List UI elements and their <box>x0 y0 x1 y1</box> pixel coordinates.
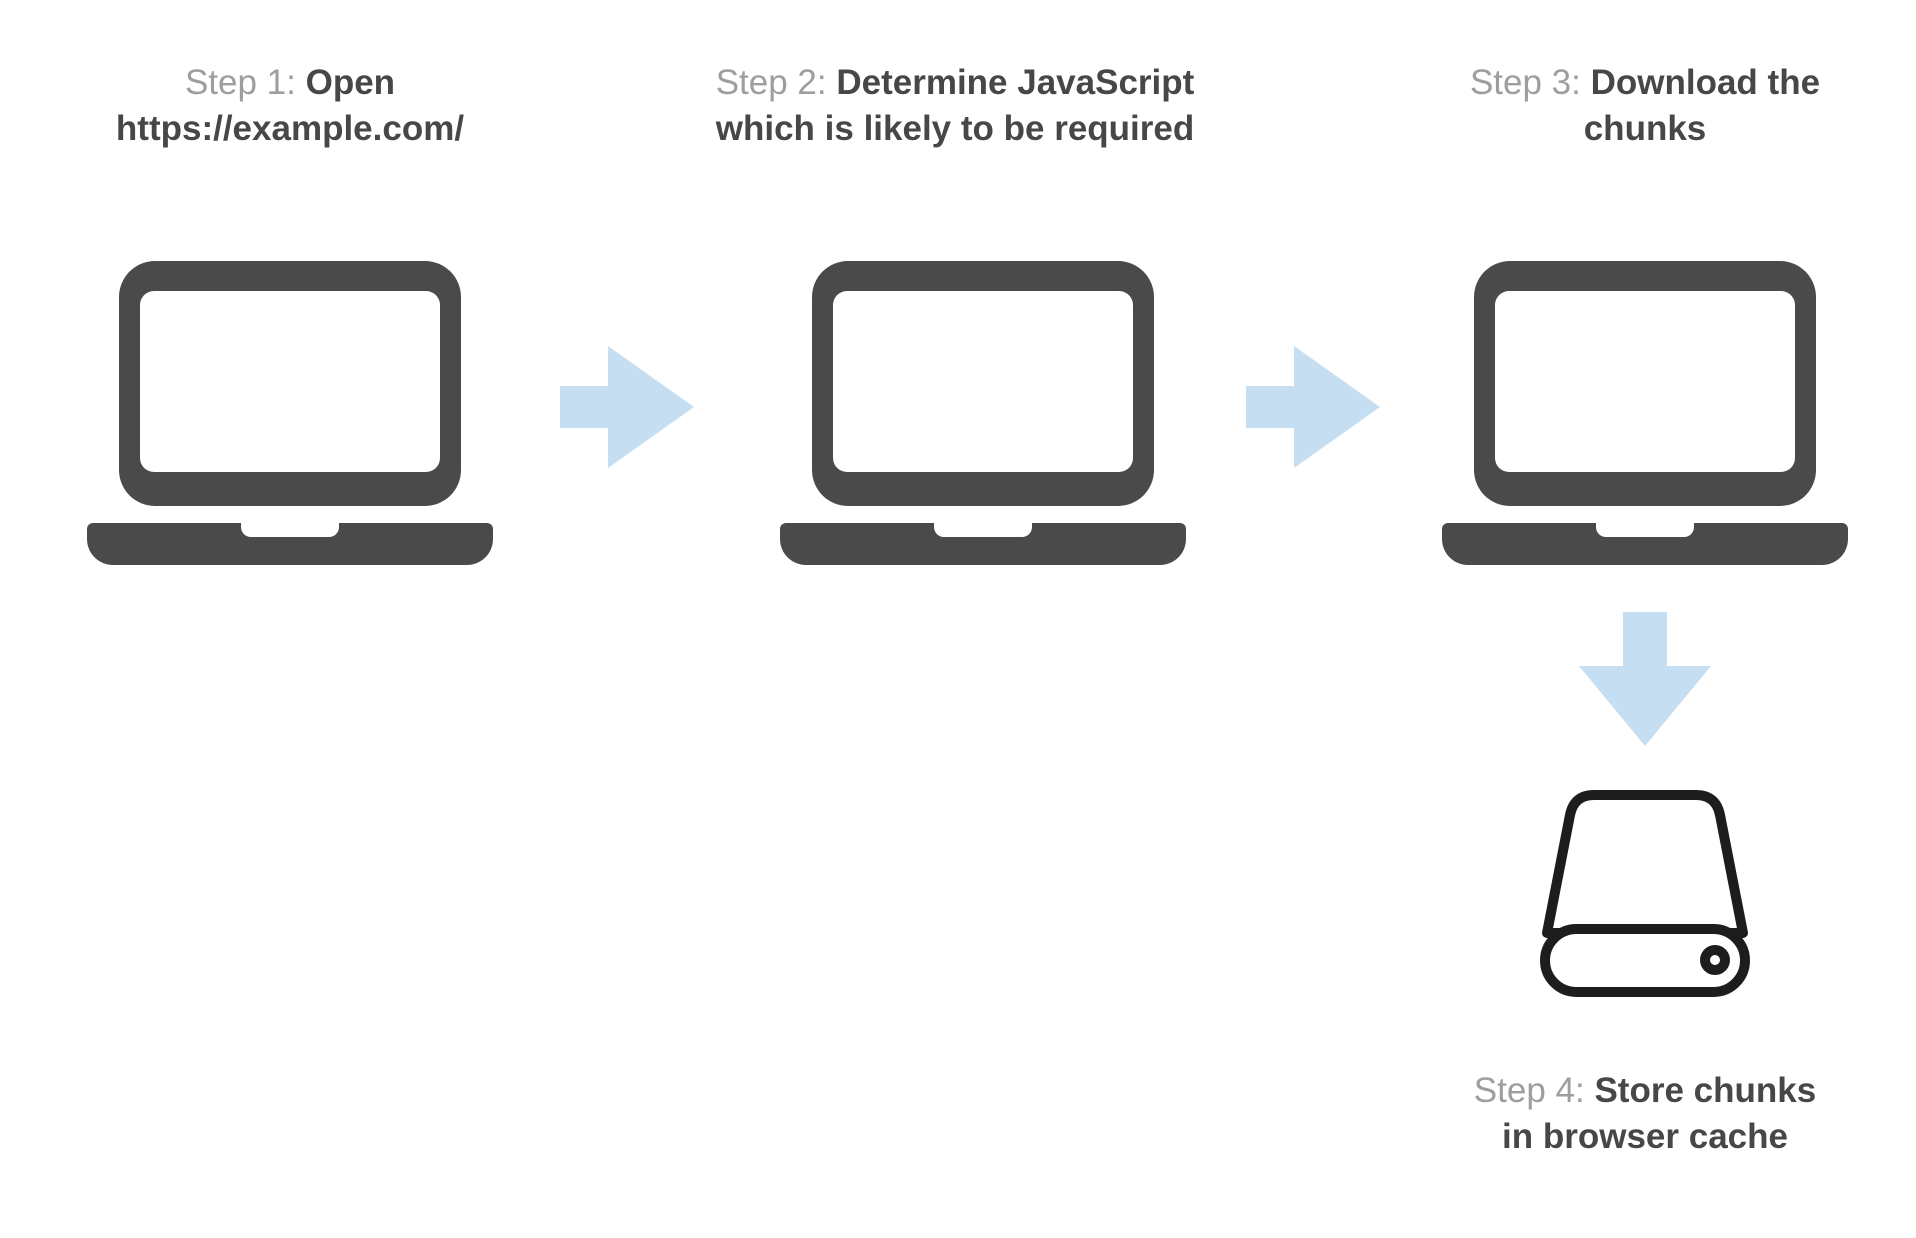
step-4-action-cont: in browser cache <box>1502 1117 1788 1156</box>
step-2-title: Step 2: Determine JavaScript which is li… <box>605 60 1305 152</box>
arrow-down-icon <box>1579 612 1711 746</box>
step-1-action: Open <box>305 63 396 102</box>
step-3-label: Step 3: <box>1469 63 1581 102</box>
step-2-action: Determine JavaScript <box>836 63 1195 102</box>
arrow-tail <box>1246 386 1294 428</box>
hard-drive-indicator-light <box>1700 945 1730 975</box>
step-3-title: Step 3: Download the chunks <box>1385 60 1905 152</box>
hard-drive-svg <box>1540 790 1750 997</box>
hard-drive-icon <box>1540 788 1750 1000</box>
step-1-title-line-2: https://example.com/ <box>10 106 570 152</box>
step-4-action: Store chunks <box>1594 1071 1817 1110</box>
step-3-title-line-2: chunks <box>1385 106 1905 152</box>
step-1-label: Step 1: <box>184 63 296 102</box>
step-1-action-url: https://example.com/ <box>115 109 465 148</box>
laptop-screen <box>1474 261 1816 506</box>
step-1-title-line-1: Step 1: Open <box>10 60 570 106</box>
laptop-notch <box>241 523 339 537</box>
laptop-icon <box>780 261 1186 565</box>
step-2-label: Step 2: <box>715 63 827 102</box>
step-1-title: Step 1: Open https://example.com/ <box>10 60 570 152</box>
step-3-action: Download the <box>1590 63 1821 102</box>
arrow-tail <box>1623 612 1667 666</box>
arrow-head <box>1294 346 1380 468</box>
arrow-tail <box>560 386 608 428</box>
laptop-screen <box>119 261 461 506</box>
step-3-action-cont: chunks <box>1583 109 1707 148</box>
laptop-notch <box>1596 523 1694 537</box>
laptop-base <box>87 523 493 565</box>
laptop-screen <box>812 261 1154 506</box>
laptop-base <box>1442 523 1848 565</box>
hard-drive-bottom <box>1540 924 1750 997</box>
hard-drive-body <box>1542 790 1748 938</box>
laptop-icon <box>1442 261 1848 565</box>
laptop-base <box>780 523 1186 565</box>
step-4-label: Step 4: <box>1473 1071 1585 1110</box>
step-4-title: Step 4: Store chunks in browser cache <box>1385 1068 1905 1160</box>
arrow-head <box>1579 666 1711 746</box>
arrow-right-icon <box>560 346 694 468</box>
step-4-title-line-2: in browser cache <box>1385 1114 1905 1160</box>
arrow-head <box>608 346 694 468</box>
step-4-title-line-1: Step 4: Store chunks <box>1385 1068 1905 1114</box>
step-2-title-line-1: Step 2: Determine JavaScript <box>605 60 1305 106</box>
step-2-action-cont: which is likely to be required <box>715 109 1195 148</box>
step-3-title-line-1: Step 3: Download the <box>1385 60 1905 106</box>
laptop-notch <box>934 523 1032 537</box>
laptop-icon <box>87 261 493 565</box>
step-2-title-line-2: which is likely to be required <box>605 106 1305 152</box>
arrow-right-icon <box>1246 346 1380 468</box>
